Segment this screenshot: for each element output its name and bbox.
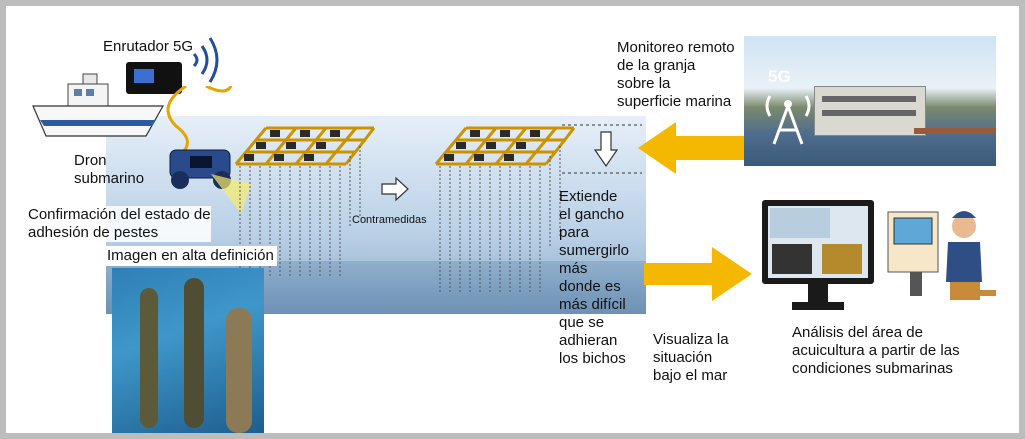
monitoring-label: Monitoreo remoto de la granja sobre la s…: [617, 39, 735, 110]
pest-confirmation-label: Confirmación del estado de adhesión de p…: [28, 206, 211, 242]
visualize-label: Visualiza la situación bajo el mar: [653, 331, 729, 384]
countermeasures-label: Contramedidas: [352, 214, 427, 226]
camera-beam: [211, 174, 251, 214]
arrow-visualize: [644, 247, 752, 301]
pier: [914, 128, 996, 134]
arrow-monitoring: [638, 122, 744, 174]
hd-image-label: Imagen en alta definición: [104, 246, 277, 266]
router-label: Enrutador 5G: [103, 38, 194, 55]
hd-underwater-photo: [112, 268, 264, 433]
monitor-icon: [762, 200, 874, 310]
building-windows: [822, 96, 916, 102]
mussel-rope-2: [184, 278, 204, 428]
cell-tower-icon: [765, 95, 811, 145]
boat-icon: [32, 73, 165, 137]
farm-grid-left: [234, 126, 376, 276]
analysis-label: Análisis del área de acuicultura a parti…: [792, 324, 960, 377]
router-icon: [126, 62, 182, 94]
mussel-rope-1: [140, 288, 158, 428]
tether-cable: [166, 86, 233, 156]
diagram-frame: Enrutador 5G Dron submarino Confirmación…: [6, 6, 1019, 433]
operator-icon: [887, 211, 996, 300]
wifi-signal-icon: [192, 37, 219, 83]
farm-grid-right: [434, 126, 576, 294]
drone-label: Dron submarino: [74, 152, 145, 187]
building-windows-2: [822, 110, 916, 116]
mussel-rope-3: [226, 308, 252, 433]
depth-markers: [562, 124, 642, 174]
right-arrow-icon: [381, 176, 409, 202]
down-arrow-icon: [594, 131, 618, 168]
tower-5g-label: 5G: [768, 67, 791, 86]
hook-explanation-label: Extiende el gancho para sumergirlo más d…: [559, 188, 630, 367]
